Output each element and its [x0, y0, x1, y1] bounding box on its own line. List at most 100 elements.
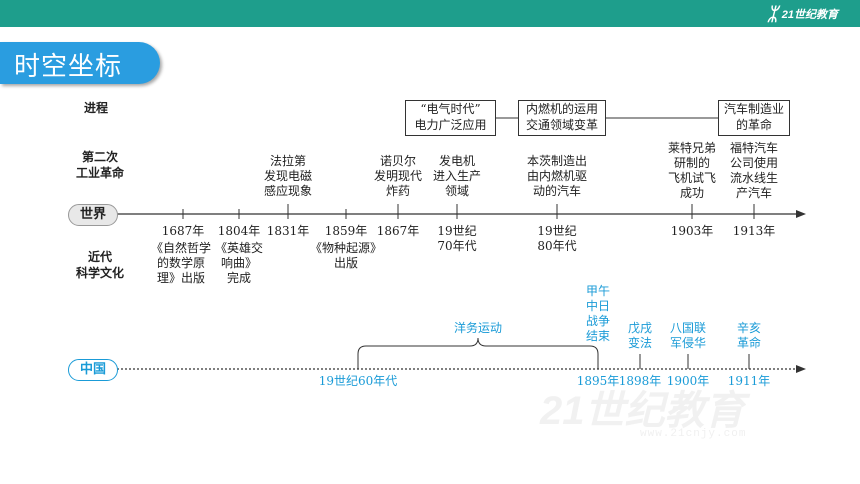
event-ford-line1: 福特汽车: [729, 141, 778, 155]
world-date-1903: 1903年: [670, 224, 714, 238]
culture-principia: 《自然哲学 的数学原 理》出版: [146, 241, 216, 286]
world-date-19c70s: 19世纪 70年代: [432, 224, 482, 254]
china-sino-japanese-war-line2: 中日: [585, 299, 610, 313]
event-nobel-line2: 发明现代: [373, 169, 422, 183]
culture-principia-line2: 的数学原: [156, 256, 205, 270]
world-date-1867: 1867年: [376, 224, 420, 238]
row-label-culture: 近代 科学文化: [68, 249, 132, 281]
event-ford-line4: 产汽车: [735, 186, 772, 200]
culture-origin-species: 《物种起源》 出版: [306, 241, 386, 271]
event-benz-line2: 由内燃机驱: [526, 169, 587, 183]
row-label-culture-line1: 近代: [87, 250, 112, 264]
china-date-1911: 1911年: [727, 374, 771, 388]
china-ticks: [357, 354, 750, 369]
event-ford: 福特汽车 公司使用 流水线生 产汽车: [724, 141, 784, 201]
process-box-engine: 内燃机的运用 交通领域变革: [518, 100, 606, 136]
event-generator: 发电机 进入生产 领域: [427, 154, 487, 199]
row-label-culture-line2: 科学文化: [75, 266, 124, 280]
culture-eroica-line1: 《英雄交: [214, 241, 263, 255]
event-benz: 本茨制造出 由内燃机驱 动的汽车: [517, 154, 597, 199]
event-generator-line3: 领域: [444, 184, 469, 198]
world-date-1831: 1831年: [266, 224, 310, 238]
china-date-1900: 1900年: [666, 374, 710, 388]
watermark-url: www.21cnjy.com: [640, 428, 747, 440]
row-label-revolution-line2: 工业革命: [75, 166, 124, 180]
china-xinhai-line2: 革命: [736, 336, 761, 350]
china-sino-japanese-war-line3: 战争: [585, 314, 610, 328]
event-wright-line2: 研制的: [673, 156, 710, 170]
china-xinhai: 辛亥 革命: [729, 321, 769, 351]
world-ticks: [182, 204, 755, 219]
china-axis-arrow: [796, 365, 806, 373]
process-box-electric: “电气时代” 电力广泛应用: [405, 100, 496, 136]
process-box-electric-line1: “电气时代”: [420, 102, 481, 116]
page-title: 时空坐标: [14, 52, 123, 82]
process-box-engine-line1: 内燃机的运用: [525, 102, 598, 116]
world-date-19c80s-line1: 19世纪: [537, 224, 577, 238]
china-date-1860s: 19世纪60年代: [318, 374, 398, 388]
culture-eroica-line2: 响曲》: [220, 256, 257, 270]
event-generator-line2: 进入生产: [432, 169, 481, 183]
row-label-revolution-line1: 第二次: [81, 150, 118, 164]
china-eight-nation-line2: 军侵华: [669, 336, 706, 350]
event-faraday: 法拉第 发现电磁 感应现象: [258, 154, 318, 199]
china-date-1898: 1898年: [618, 374, 662, 388]
event-nobel-line3: 炸药: [385, 184, 410, 198]
china-sino-japanese-war: 甲午 中日 战争 结束: [582, 284, 614, 344]
china-wuxu-reform-line1: 戊戌: [627, 321, 652, 335]
event-generator-line1: 发电机: [438, 154, 475, 168]
world-date-19c70s-line1: 19世纪: [437, 224, 477, 238]
event-ford-line3: 流水线生: [729, 171, 778, 185]
world-date-19c80s: 19世纪 80年代: [532, 224, 582, 254]
world-axis-arrow: [796, 210, 806, 218]
china-wuxu-reform-line2: 变法: [627, 336, 652, 350]
process-box-auto-line1: 汽车制造业: [723, 102, 784, 116]
culture-principia-line1: 《自然哲学: [150, 241, 211, 255]
china-row-pill: 中国: [68, 359, 118, 381]
watermark-logo: 21世纪教育: [540, 389, 745, 433]
event-nobel: 诺贝尔 发明现代 炸药: [368, 154, 428, 199]
china-yangwu: 洋务运动: [453, 321, 502, 335]
culture-origin-species-line1: 《物种起源》: [309, 241, 382, 255]
event-faraday-line3: 感应现象: [263, 184, 312, 198]
china-eight-nation-line1: 八国联: [669, 321, 706, 335]
china-sino-japanese-war-line4: 结束: [585, 329, 610, 343]
world-date-19c80s-line2: 80年代: [537, 239, 577, 253]
event-faraday-line1: 法拉第: [269, 154, 306, 168]
logo-text: 21世纪教育: [781, 9, 838, 21]
event-faraday-line2: 发现电磁: [263, 169, 312, 183]
event-ford-line2: 公司使用: [729, 156, 778, 170]
process-box-auto: 汽车制造业 的革命: [718, 100, 790, 136]
event-wright: 莱特兄弟 研制的 飞机试飞 成功: [662, 141, 722, 201]
event-wright-line1: 莱特兄弟: [667, 141, 716, 155]
world-date-19c70s-line2: 70年代: [437, 239, 477, 253]
event-wright-line4: 成功: [679, 186, 704, 200]
event-nobel-line1: 诺贝尔: [379, 154, 416, 168]
event-benz-line3: 动的汽车: [532, 184, 581, 198]
runner-logo-icon: ᛯ: [766, 3, 778, 24]
world-date-1804: 1804年: [217, 224, 261, 238]
culture-origin-species-line2: 出版: [333, 256, 358, 270]
process-box-electric-line2: 电力广泛应用: [414, 118, 487, 132]
world-date-1913: 1913年: [732, 224, 776, 238]
china-xinhai-line1: 辛亥: [736, 321, 761, 335]
culture-eroica: 《英雄交 响曲》 完成: [206, 241, 272, 286]
site-logo[interactable]: ᛯ 21世纪教育: [767, 3, 838, 25]
process-box-engine-line2: 交通领域变革: [525, 118, 598, 132]
process-box-auto-line2: 的革命: [735, 118, 772, 132]
yangwu-brace: [357, 337, 599, 355]
event-wright-line3: 飞机试飞: [667, 171, 716, 185]
china-sino-japanese-war-line1: 甲午: [585, 284, 610, 298]
title-tab: 时空坐标: [0, 42, 160, 84]
row-label-process: 进程: [83, 101, 108, 115]
event-benz-line1: 本茨制造出: [526, 154, 587, 168]
china-date-1895: 1895年: [576, 374, 620, 388]
china-wuxu-reform: 戊戌 变法: [620, 321, 660, 351]
row-label-revolution: 第二次 工业革命: [68, 149, 132, 181]
world-row-pill: 世界: [68, 204, 118, 226]
culture-eroica-line3: 完成: [226, 271, 251, 285]
china-eight-nation: 八国联 军侵华: [663, 321, 713, 351]
header-bar: ᛯ 21世纪教育: [0, 0, 860, 27]
culture-principia-line3: 理》出版: [156, 271, 205, 285]
